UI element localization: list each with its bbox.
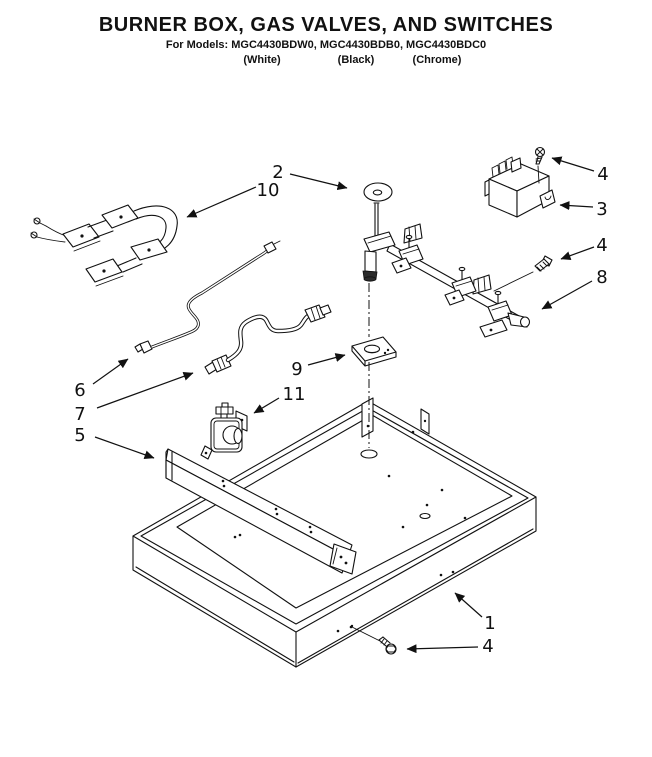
callout-8: 8 [596,267,607,288]
finish-black: (Black) [337,54,375,66]
callout-4c: 4 [482,636,493,657]
rail-end-bracket [329,543,357,575]
ignition-wire-harness [30,204,178,287]
page-title: BURNER BOX, GAS VALVES, AND SWITCHES [98,14,554,36]
manifold-clip [403,223,423,244]
spade-terminals [30,217,47,239]
gas-valve-manifold [362,202,531,338]
gas-valve [444,266,477,306]
orifice-bracket-plate [351,336,397,367]
callout-9: 9 [291,359,302,380]
gas-tube-thin [134,240,281,354]
box-wall-bracket [420,408,430,435]
pressure-regulator [200,402,248,460]
callout-numbers: 2 10 4 3 4 8 6 7 5 9 11 1 4 [74,162,608,657]
spark-module [484,156,556,218]
screw-mid [493,255,553,292]
page-header: BURNER BOX, GAS VALVES, AND SWITCHES For… [0,0,652,80]
callout-2: 2 [272,162,283,183]
callout-leaders [92,156,595,654]
callout-4b: 4 [596,235,607,256]
orifice-disc [363,182,393,202]
finish-white: (White) [243,54,281,66]
callout-1: 1 [484,613,495,634]
burner-box [132,397,537,668]
models-line: For Models: MGC4430BDW0, MGC4430BDB0, MG… [165,39,487,51]
manifold-elbow [362,231,396,282]
callout-7: 7 [74,404,85,425]
callout-3: 3 [596,199,607,220]
burner-center-hole [360,449,378,459]
callout-10: 10 [257,180,280,201]
screw-bottom [351,626,397,655]
screw-top [534,146,546,184]
gas-valve [479,290,531,338]
box-corner-gusset [361,397,374,438]
gas-tube-elbowed [204,304,332,375]
callout-11: 11 [283,384,306,405]
finish-chrome: (Chrome) [412,54,462,66]
gas-valve [391,234,424,274]
callout-5: 5 [74,425,85,446]
rail-holes [221,479,313,534]
callout-4a: 4 [597,164,608,185]
callout-6: 6 [74,380,85,401]
box-holes [233,430,467,633]
support-rail [165,448,357,575]
